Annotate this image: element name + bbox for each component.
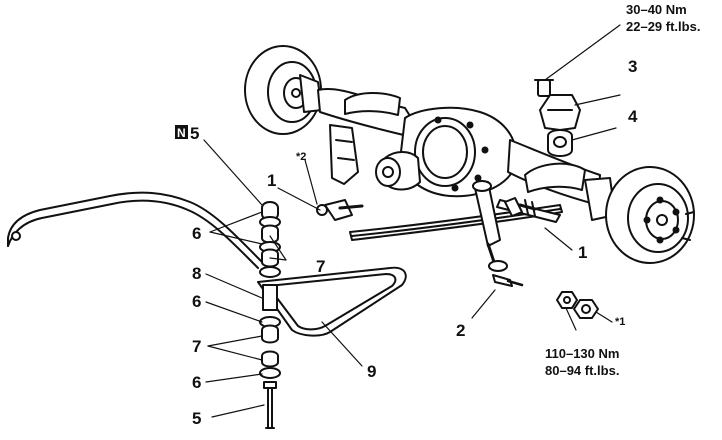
bolt xyxy=(492,274,524,287)
torque-callout-bottom: 110–130 Nm 80–94 ft.lbs. xyxy=(545,346,619,378)
torque-bottom-nm: 110–130 Nm xyxy=(545,346,619,361)
torque-top-ftlbs: 22–29 ft.lbs. xyxy=(626,19,700,34)
callout-8: 8 xyxy=(192,264,201,283)
callout-6-middle: 6 xyxy=(192,292,201,311)
callout-3: 3 xyxy=(628,57,637,76)
torque-callout-top: 30–40 Nm 22–29 ft.lbs. xyxy=(626,2,700,34)
axle-housing xyxy=(244,45,695,264)
badge-n5: N 5 xyxy=(175,124,199,143)
callout-1-left: 1 xyxy=(267,171,276,190)
stabilizer-link xyxy=(257,266,407,337)
badge-number: 5 xyxy=(190,124,199,143)
callout-star2: *2 xyxy=(296,151,306,163)
stabilizer-link-upper xyxy=(316,199,364,221)
callout-star1: *1 xyxy=(615,316,625,328)
nuts xyxy=(556,291,599,319)
callout-6-bottom: 6 xyxy=(192,373,201,392)
callout-2: 2 xyxy=(456,321,465,340)
callout-4: 4 xyxy=(628,107,638,126)
stabilizer-bracket xyxy=(534,79,581,131)
callout-7-top: 7 xyxy=(316,257,325,276)
callout-1-right: 1 xyxy=(578,243,587,262)
leader-lines xyxy=(203,24,621,418)
bushing xyxy=(547,129,573,157)
bushing-stack xyxy=(259,201,281,429)
callout-7-bottom: 7 xyxy=(192,337,201,356)
lateral-rod xyxy=(496,197,561,223)
callout-5-bottom: 5 xyxy=(192,409,201,428)
badge-box xyxy=(175,125,188,139)
badge-letter: N xyxy=(177,126,186,140)
callout-9: 9 xyxy=(367,362,376,381)
torque-top-nm: 30–40 Nm xyxy=(626,2,687,17)
shock-absorber xyxy=(472,180,508,272)
torque-bottom-ftlbs: 80–94 ft.lbs. xyxy=(545,363,619,378)
stabilizer-bar xyxy=(7,191,263,269)
callout-6-top: 6 xyxy=(192,224,201,243)
